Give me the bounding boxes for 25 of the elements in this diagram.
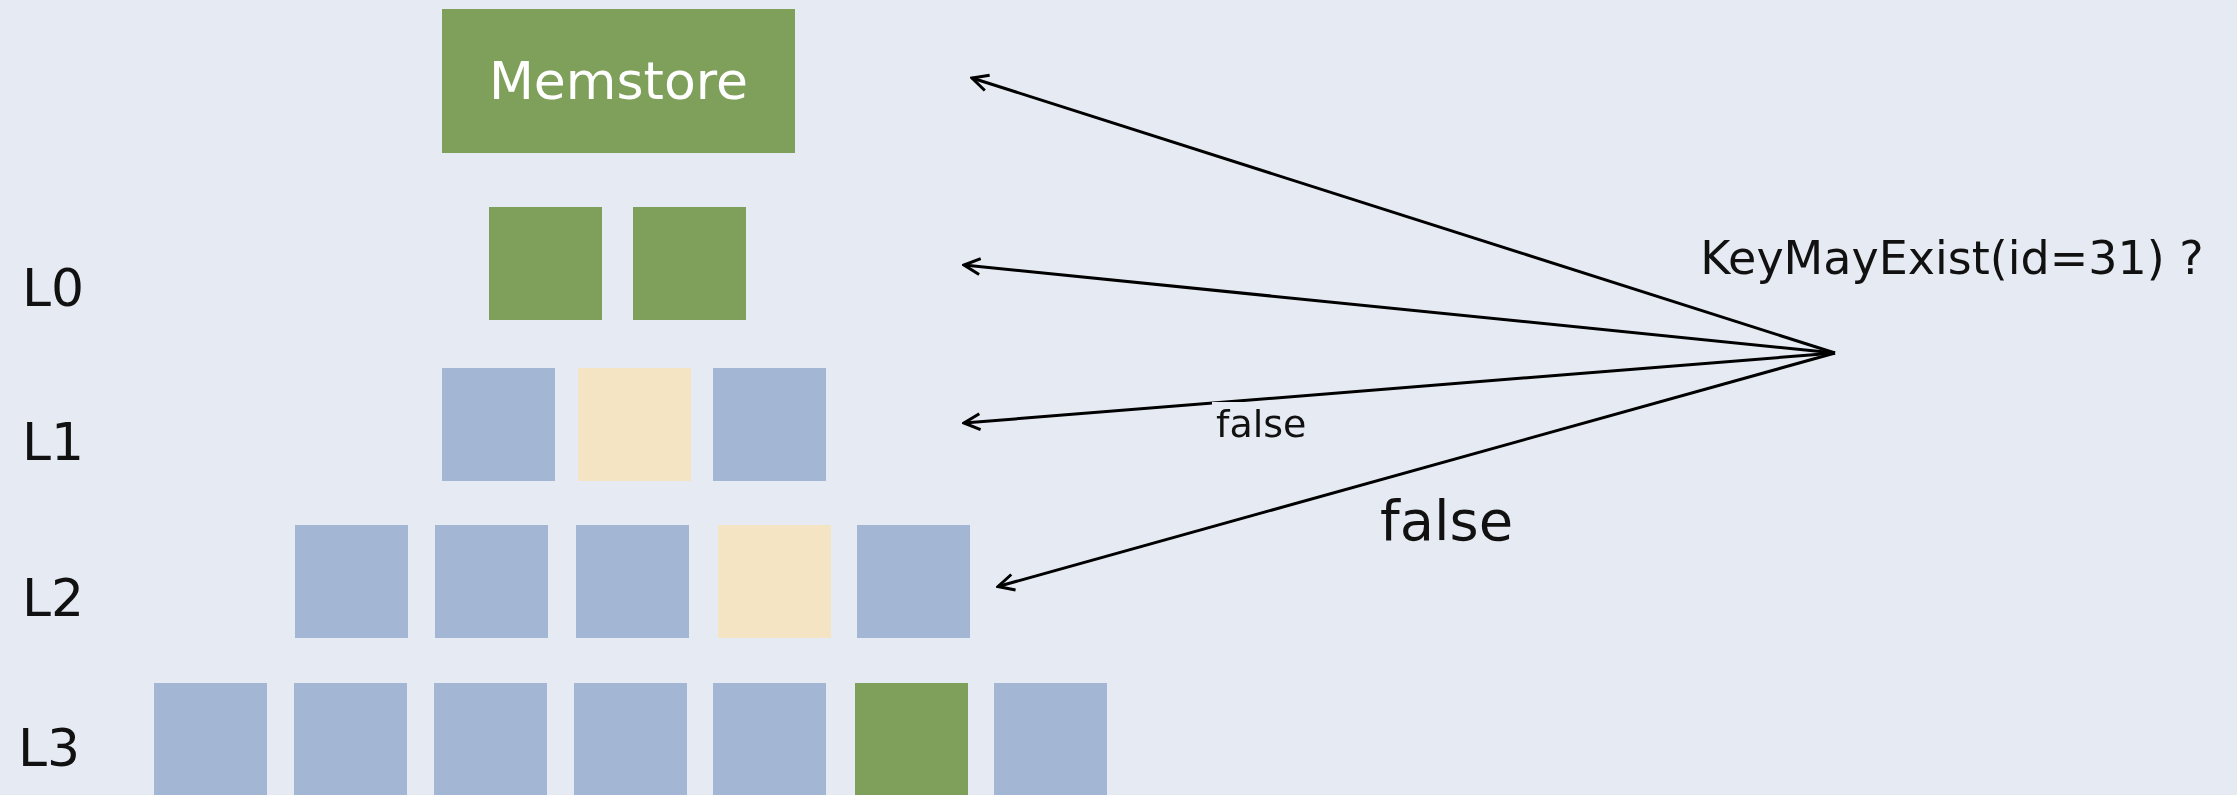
arrow [962, 257, 1836, 355]
square-block [576, 525, 689, 638]
level-label: L2 [22, 568, 85, 628]
square-block [295, 525, 408, 638]
square-block [154, 683, 267, 795]
square-block [442, 368, 555, 481]
query-text: KeyMayExist(id=31) ? [1672, 222, 2232, 294]
square-block [994, 683, 1107, 795]
arrow [996, 351, 1836, 592]
square-block [489, 207, 602, 320]
square-block [713, 683, 826, 795]
square-block [574, 683, 687, 795]
square-block [294, 683, 407, 795]
square-block [855, 683, 968, 795]
square-block [857, 525, 970, 638]
square-block [434, 683, 547, 795]
square-block [578, 368, 691, 481]
square-block [435, 525, 548, 638]
square-block [718, 525, 831, 638]
memory-block: Memstore [442, 9, 795, 153]
square-block [713, 368, 826, 481]
square-block [633, 207, 746, 320]
level-label: L0 [22, 258, 85, 318]
level-label: L1 [22, 412, 85, 472]
level-label: L3 [18, 718, 81, 778]
